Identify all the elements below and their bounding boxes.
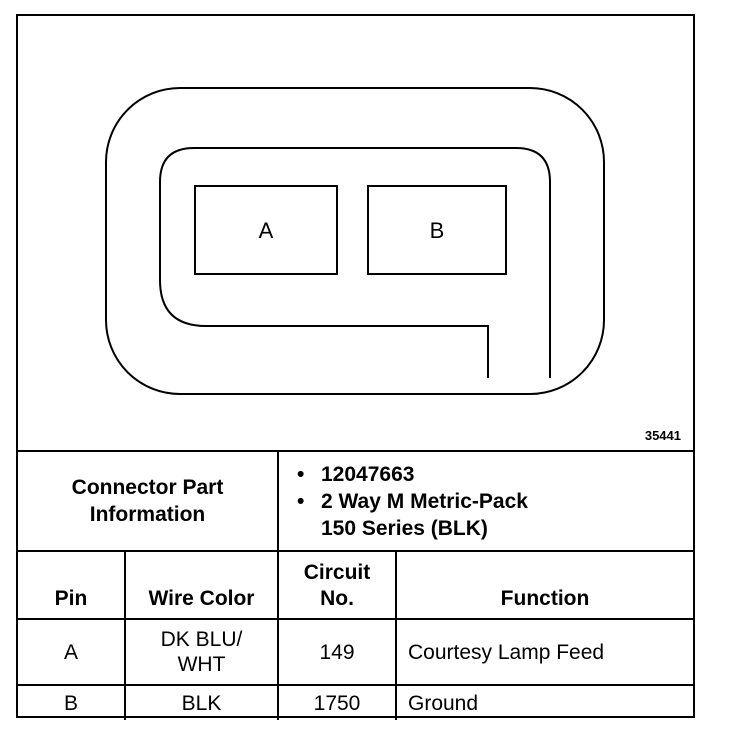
part-number-line: • 12047663 [297,461,693,488]
bullet-icon: • [297,489,305,513]
part-description-line: • 2 Way M Metric-Pack [297,488,693,515]
pin-label-a: A [259,218,274,243]
header-wire-color: Wire Color [124,550,279,620]
connector-face-drawing: A B [105,87,605,395]
header-circuit-line1: Circuit [303,561,371,584]
connector-inner-outline [159,147,551,378]
part-description-1: 2 Way M Metric-Pack [321,489,528,513]
row-b-circuit: 1750 [277,684,397,720]
header-circuit: Circuit No. [277,550,397,620]
table-row: B BLK 1750 Ground [18,684,693,720]
row-a-wire-color: DK BLU/ WHT [124,618,279,686]
part-info-details: • 12047663 • 2 Way M Metric-Pack 150 Ser… [277,450,693,552]
bullet-icon: • [297,462,305,486]
connector-outer-housing [105,87,605,395]
part-number: 12047663 [321,462,415,486]
row-a-wire-line1: DK BLU/ [160,628,243,651]
row-b-function: Ground [395,684,693,720]
connector-info-table: Connector Part Information • 12047663 • … [18,450,693,720]
row-b-wire-color: BLK [124,684,279,720]
connector-diagram: A B 35441 [18,16,693,450]
row-a-function: Courtesy Lamp Feed [395,618,693,686]
header-circuit-line2: No. [320,587,354,610]
part-info-label-line1: Connector Part [71,476,224,499]
pin-cavity-b [367,185,507,275]
row-a-wire-line2: WHT [177,653,226,676]
part-info-label: Connector Part Information [18,450,279,552]
part-info-label-line2: Information [89,503,206,526]
row-b-pin: B [18,684,126,720]
part-info-row: Connector Part Information • 12047663 • … [18,450,693,552]
part-description-2: 150 Series (BLK) [321,516,488,540]
pin-cavity-a [194,185,338,275]
connector-frame: A B 35441 Connector Part Information • 1… [16,14,695,720]
row-a-circuit: 149 [277,618,397,686]
figure-number: 35441 [644,428,681,443]
table-header-row: Pin Wire Color Circuit No. Function [18,550,693,620]
row-a-pin: A [18,618,126,686]
pin-label-b: B [430,218,445,243]
header-pin: Pin [18,550,126,620]
table-row: A DK BLU/ WHT 149 Courtesy Lamp Feed [18,618,693,686]
header-function: Function [395,550,693,620]
